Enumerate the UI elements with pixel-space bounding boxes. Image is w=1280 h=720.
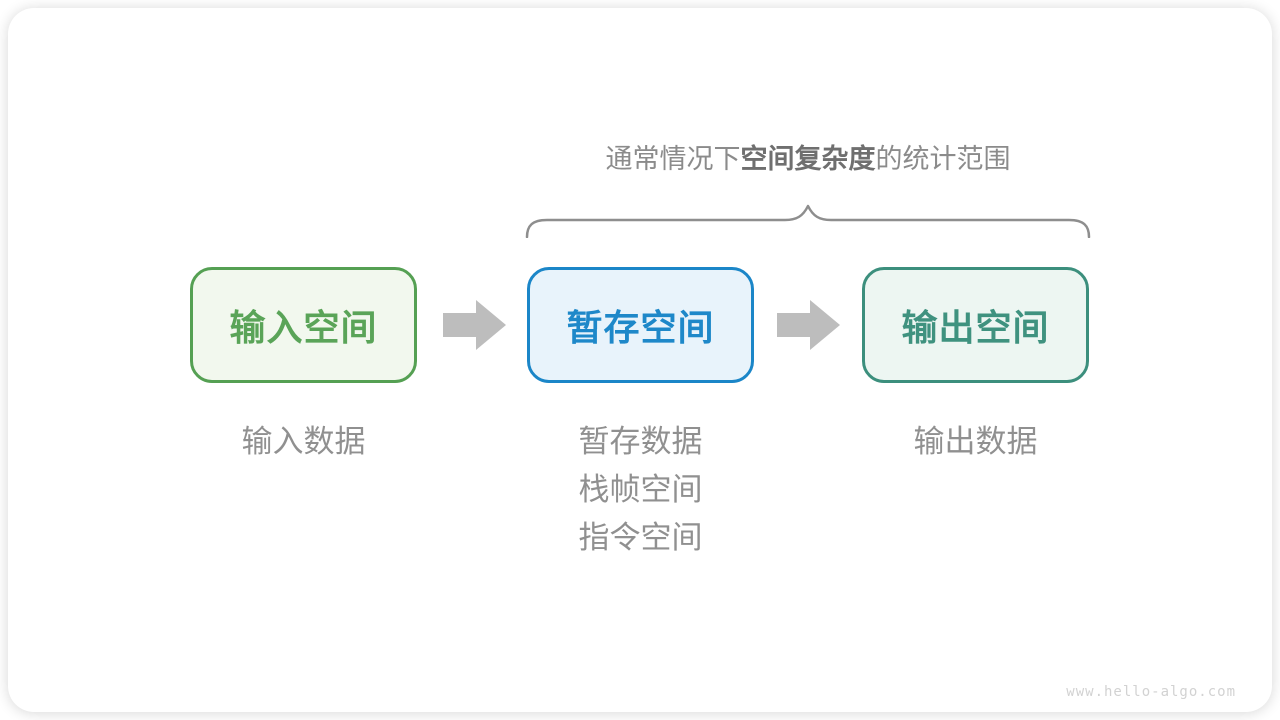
box-temp-space: 暂存空间: [527, 267, 754, 383]
title-bold-term: 空间复杂度: [740, 144, 876, 174]
diagram-title: 通常情况下空间复杂度的统计范围: [525, 144, 1091, 174]
watermark: www.hello-algo.com: [1066, 684, 1236, 700]
title-suffix: 的统计范围: [875, 144, 1011, 174]
note-output-data: 输出数据: [913, 424, 1038, 459]
box-output-space-label: 输出空间: [901, 307, 1050, 348]
box-temp-space-label: 暂存空间: [566, 307, 715, 348]
right-arrow-icon: [443, 300, 506, 350]
curly-brace-icon: [525, 204, 1091, 238]
note-temp-data: 暂存数据: [578, 424, 703, 459]
note-instruction-space: 指令空间: [578, 520, 703, 555]
box-input-space: 输入空间: [190, 267, 417, 383]
note-stack-frame-space: 栈帧空间: [578, 472, 703, 507]
box-input-space-label: 输入空间: [229, 307, 378, 348]
title-prefix: 通常情况下: [605, 144, 741, 174]
box-output-space: 输出空间: [862, 267, 1089, 383]
diagram-card: 通常情况下空间复杂度的统计范围 输入空间 暂存空间 输出空间 输入数据 暂存数据…: [8, 8, 1272, 712]
right-arrow-icon: [777, 300, 840, 350]
note-input-data: 输入数据: [241, 424, 366, 459]
